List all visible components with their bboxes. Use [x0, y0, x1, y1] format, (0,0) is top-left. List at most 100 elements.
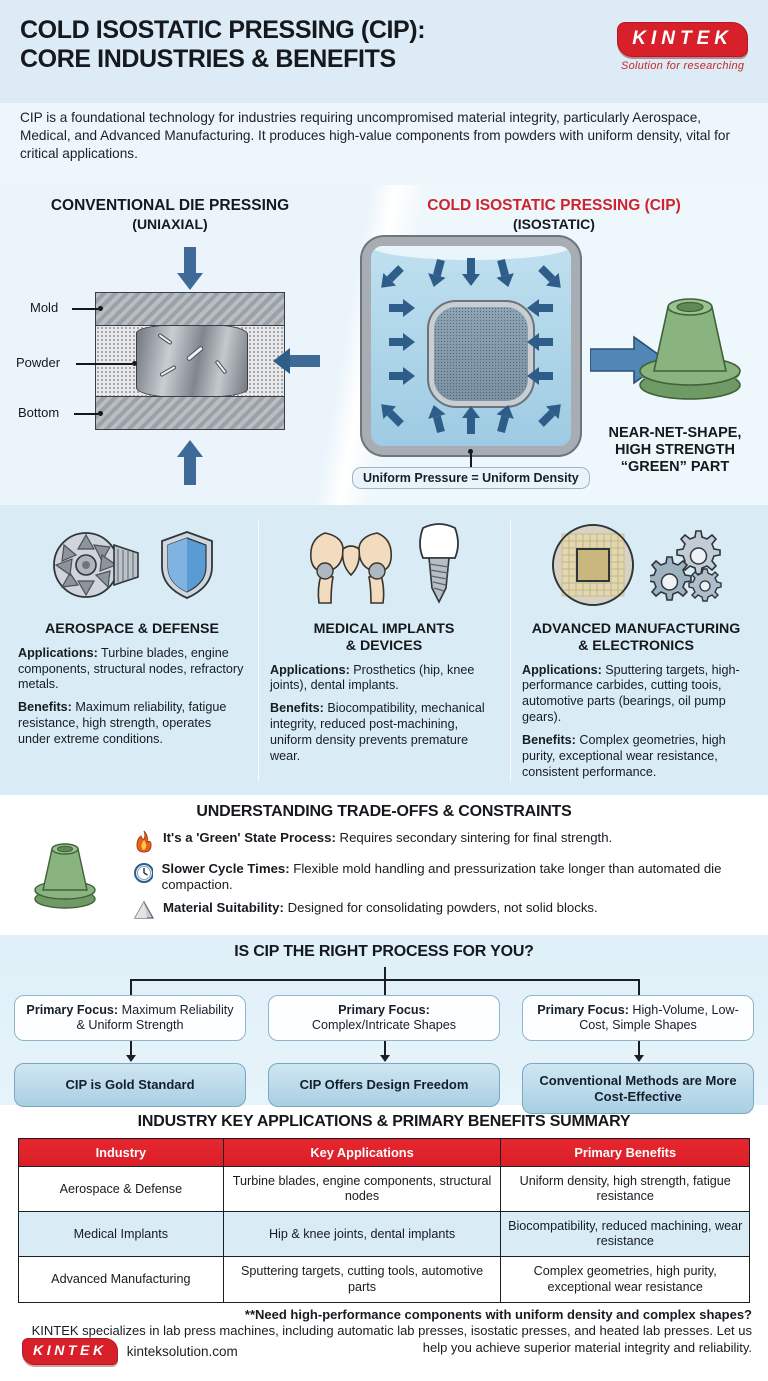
footer-cta: **Need high-performance components with …: [16, 1307, 752, 1356]
advanced-manufacturing-icons: [522, 515, 750, 615]
cell-industry: Aerospace & Defense: [18, 1165, 224, 1213]
title-line-1: COLD ISOSTATIC PRESSING (CIP):: [20, 16, 426, 44]
decision-branch-mid: [384, 979, 386, 997]
cell-benefits: Biocompatibility, reduced machining, wea…: [500, 1211, 750, 1258]
tradeoff-label: Material Suitability:: [163, 900, 284, 916]
leader-line-mold: [72, 308, 98, 310]
cip-panel: COLD ISOSTATIC PRESSING (CIP) (ISOSTATIC…: [340, 185, 768, 505]
aerospace-applications-label: Applications:: [18, 645, 98, 660]
advanced-manufacturing-title: ADVANCED MANUFACTURING & ELECTRONICS: [531, 621, 741, 654]
kintek-logo: KINTEK Solution for researching: [617, 22, 748, 72]
table-header-applications: Key Applications: [222, 1138, 502, 1167]
tradeoff-text: Material Suitability: Designed for conso…: [163, 900, 598, 916]
tradeoff-desc: Requires secondary sintering for final s…: [335, 830, 613, 845]
decision-focus-1[interactable]: Primary Focus: Maximum Reliability & Uni…: [14, 995, 246, 1042]
aerospace-benefits: Maximum reliability, fatigue resistance,…: [18, 700, 227, 747]
medical-icons: [270, 515, 498, 615]
bottom-press-arrow-shaft: [184, 457, 196, 485]
focus-label-1: Primary Focus:: [26, 1003, 119, 1017]
uniform-pressure-callout: Uniform Pressure = Uniform Density: [352, 467, 590, 489]
cell-industry: Advanced Manufacturing: [18, 1256, 224, 1303]
focus-text-1: Maximum Reliability & Uniform Strength: [76, 1003, 234, 1033]
cell-applications: Hip & knee joints, dental implants: [222, 1211, 502, 1258]
table-header-row: Industry Key Applications Primary Benefi…: [18, 1138, 750, 1167]
decision-column-2: Primary Focus:Complex/Intricate Shapes C…: [268, 995, 500, 1114]
conventional-title: CONVENTIONAL DIE PRESSING: [50, 197, 290, 214]
focus-text-2: Complex/Intricate Shapes: [311, 1018, 457, 1033]
cta-body: KINTEK specializes in lab press machines…: [31, 1323, 752, 1355]
decision-link-3: [638, 1041, 640, 1057]
table-row: Advanced Manufacturing Sputtering target…: [18, 1256, 750, 1303]
tradeoff-item: Slower Cycle Times: Flexible mold handli…: [134, 861, 752, 893]
title-line-2: CORE INDUSTRIES & BENEFITS: [20, 45, 396, 73]
top-press-arrow-shaft: [184, 247, 196, 275]
powder-compact: [136, 326, 248, 396]
side-press-arrow-shaft: [290, 355, 320, 367]
decision-focus-2[interactable]: Primary Focus:Complex/Intricate Shapes: [268, 995, 500, 1042]
tradeoffs-title: UNDERSTANDING TRADE-OFFS & CONSTRAINTS: [196, 803, 572, 820]
label-bottom: Bottom: [18, 405, 60, 420]
industry-card-medical: MEDICAL IMPLANTS & DEVICES Applications:…: [258, 515, 510, 787]
decision-outcome-1[interactable]: CIP is Gold Standard: [14, 1063, 246, 1108]
result-line-2: HIGH STRENGTH: [614, 442, 736, 459]
leader-line-powder: [76, 363, 132, 365]
green-part-label: NEAR-NET-SHAPE, HIGH STRENGTH “GREEN” PA…: [590, 425, 760, 476]
summary-title: INDUSTRY KEY APPLICATIONS & PRIMARY BENE…: [137, 1113, 631, 1130]
powder-billet: [427, 300, 535, 408]
footer-url[interactable]: kinteksolution.com: [126, 1344, 238, 1359]
industry-cards-section: AEROSPACE & DEFENSE Applications: Turbin…: [0, 505, 768, 795]
decision-column-3: Primary Focus: High-Volume, Low-Cost, Si…: [522, 995, 754, 1115]
focus-text-3: High-Volume, Low-Cost, Simple Shapes: [579, 1003, 739, 1033]
decision-columns: Primary Focus: Maximum Reliability & Uni…: [14, 995, 754, 1115]
decision-column-1: Primary Focus: Maximum Reliability & Uni…: [14, 995, 246, 1114]
decision-link-arrow-3: [634, 1055, 644, 1062]
gears-icon: [650, 530, 722, 602]
aerospace-title: AEROSPACE & DEFENSE: [45, 621, 219, 637]
billet-powder-texture: [434, 307, 528, 401]
decision-branch-left: [130, 979, 132, 997]
cell-industry: Medical Implants: [18, 1211, 224, 1258]
medical-applications-label: Applications:: [270, 662, 350, 677]
tradeoff-label: Slower Cycle Times:: [161, 861, 290, 876]
footer-logo-badge: KINTEK: [22, 1338, 118, 1365]
decision-outcome-3[interactable]: Conventional Methods are More Cost-Effec…: [522, 1063, 754, 1115]
label-powder: Powder: [16, 355, 61, 370]
summary-section: INDUSTRY KEY APPLICATIONS & PRIMARY BENE…: [0, 1105, 768, 1305]
pressure-fluid: [371, 246, 571, 446]
tradeoff-text: Slower Cycle Times: Flexible mold handli…: [162, 861, 752, 893]
decision-outcome-2[interactable]: CIP Offers Design Freedom: [268, 1063, 500, 1108]
summary-table: Industry Key Applications Primary Benefi…: [18, 1138, 750, 1303]
crack: [157, 332, 173, 346]
tradeoff-item: It's a 'Green' State Process: Requires s…: [134, 830, 752, 854]
tradeoff-desc: Designed for consolidating powders, not …: [283, 900, 598, 916]
turbine-engine-icon: [53, 532, 139, 598]
pressure-vessel: [362, 237, 580, 455]
shield-icon: [161, 531, 213, 599]
powder-zone: [95, 326, 285, 396]
logo-badge: KINTEK: [617, 22, 748, 57]
am-applications: Sputtering targets, high-performance car…: [522, 662, 740, 725]
header: COLD ISOSTATIC PRESSING (CIP): CORE INDU…: [0, 0, 768, 103]
page-title: COLD ISOSTATIC PRESSING (CIP): CORE INDU…: [20, 16, 426, 74]
footer-brand: KINTEK kinteksolution.com: [22, 1338, 238, 1365]
decision-link-arrow-1: [126, 1055, 136, 1062]
medical-title: MEDICAL IMPLANTS & DEVICES: [313, 621, 455, 654]
logo-tagline: Solution for researching: [620, 60, 745, 72]
decision-focus-3[interactable]: Primary Focus: High-Volume, Low-Cost, Si…: [522, 995, 754, 1042]
aerospace-icons: [18, 515, 246, 615]
decision-link-arrow-2: [380, 1055, 390, 1062]
callout-leader-line: [470, 451, 472, 469]
clock-icon: [134, 863, 153, 883]
isostatic-pressure-arrows: [381, 258, 561, 434]
fluid-surface: [371, 246, 571, 260]
tradeoffs-section: UNDERSTANDING TRADE-OFFS & CONSTRAINTS I…: [0, 795, 768, 935]
table-row: Medical Implants Hip & knee joints, dent…: [18, 1211, 750, 1258]
crack: [159, 364, 177, 378]
aerospace-benefits-label: Benefits:: [18, 700, 72, 715]
decision-link-2: [384, 1041, 386, 1057]
result-line-1: NEAR-NET-SHAPE,: [608, 425, 742, 441]
green-part-icon: [639, 298, 741, 400]
cip-subtitle: (ISOSTATIC): [513, 215, 595, 232]
aerospace-body: Applications: Turbine blades, engine com…: [18, 646, 246, 748]
